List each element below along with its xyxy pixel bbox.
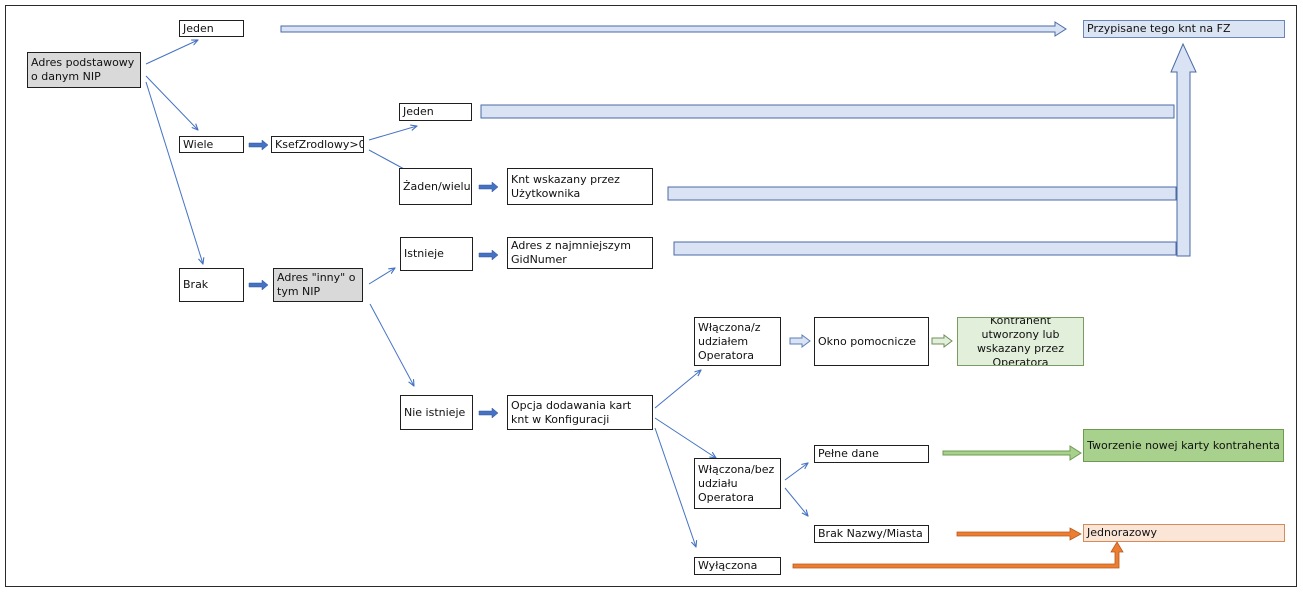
- node-wlaczona-bez: Włączona/bez udziału Operatora: [694, 458, 781, 509]
- short-block-arrow: [478, 181, 499, 193]
- node-label: Brak: [183, 278, 209, 291]
- node-brak-nazwy: Brak Nazwy/Miasta: [814, 525, 929, 543]
- node-label: Włączona/bez udziału Operatora: [698, 462, 775, 504]
- node-wlaczona-z: Włączona/z udziałem Operatora: [694, 317, 781, 366]
- node-wylaczona: Wyłączona: [694, 557, 781, 575]
- node-pelne-dane: Pełne dane: [814, 445, 929, 463]
- node-opcja: Opcja dodawania kart knt w Konfiguracji: [507, 395, 653, 430]
- connector-arrow: [654, 427, 696, 547]
- diagram-frame: [5, 5, 1297, 587]
- long-bar-adres: [673, 241, 1177, 256]
- node-jeden-top: Jeden: [179, 20, 244, 37]
- node-label: Wyłączona: [698, 559, 758, 572]
- node-zaden-wielu: Żaden/wielu: [399, 168, 472, 205]
- connector-arrow: [145, 75, 198, 130]
- node-label: Pełne dane: [818, 447, 879, 460]
- node-label: Włączona/z udziałem Operatora: [698, 320, 761, 362]
- node-label: Kontrahent utworzony lub wskazany przez …: [977, 317, 1064, 366]
- node-label: Jeden: [403, 105, 434, 118]
- short-block-arrow: [248, 139, 269, 151]
- node-okno-pomocnicze: Okno pomocnicze: [814, 317, 929, 366]
- hollow-arrow: [789, 334, 811, 348]
- node-label: Okno pomocnicze: [818, 334, 917, 348]
- node-label: Knt wskazany przez Użytkownika: [511, 172, 620, 200]
- short-block-arrow: [478, 249, 499, 261]
- connector-arrow: [145, 81, 203, 264]
- orange-arrow-brak-nazwy: [956, 527, 1082, 541]
- connector-arrow: [369, 303, 414, 386]
- connector-arrow: [368, 126, 417, 141]
- node-nie-istnieje: Nie istnieje: [400, 395, 473, 430]
- node-brak: Brak: [179, 268, 244, 302]
- node-label: Przypisane tego knt na FZ: [1087, 22, 1231, 35]
- node-label: Adres podstawowy o danym NIP: [31, 56, 135, 83]
- node-ksef: KsefZrodlowy>0: [271, 136, 364, 153]
- node-label: Jednorazowy: [1087, 526, 1157, 539]
- green-arrow: [942, 445, 1082, 461]
- connector-arrow: [368, 268, 395, 285]
- node-kontrahent-utworzony: Kontrahent utworzony lub wskazany przez …: [957, 317, 1084, 366]
- up-arrow-to-przypisane: [1170, 42, 1197, 257]
- node-tworzenie-karty: Tworzenie nowej karty kontrahenta: [1083, 429, 1284, 462]
- connector-arrow: [784, 487, 808, 516]
- long-arrow-to-przypisane: [280, 21, 1067, 37]
- node-label: Adres z najmniejszym GidNumer: [511, 239, 631, 266]
- node-adres-inny: Adres "inny" o tym NIP: [273, 268, 363, 302]
- orange-arrow-wylaczona: [792, 541, 1124, 569]
- connector-arrow: [654, 417, 716, 458]
- short-block-arrow: [248, 279, 269, 291]
- hollow-arrow: [931, 334, 953, 348]
- node-label: Żaden/wielu: [403, 179, 471, 193]
- node-label: Brak Nazwy/Miasta: [818, 527, 923, 540]
- connector-arrow: [654, 370, 701, 409]
- long-bar-knt: [667, 186, 1177, 201]
- node-label: KsefZrodlowy>0: [275, 138, 364, 151]
- node-knt-wskazany: Knt wskazany przez Użytkownika: [507, 168, 653, 205]
- node-label: Adres "inny" o tym NIP: [277, 271, 356, 298]
- node-label: Nie istnieje: [404, 405, 466, 419]
- connector-arrow: [784, 463, 808, 481]
- node-przypisane: Przypisane tego knt na FZ: [1083, 20, 1285, 38]
- node-wiele: Wiele: [179, 136, 244, 153]
- node-jeden-mid: Jeden: [399, 103, 472, 121]
- long-bar-jeden: [480, 104, 1175, 119]
- node-jednorazowy: Jednorazowy: [1083, 524, 1285, 542]
- node-label: Tworzenie nowej karty kontrahenta: [1087, 438, 1280, 452]
- connector-arrow: [145, 40, 198, 65]
- node-label: Opcja dodawania kart knt w Konfiguracji: [511, 398, 632, 426]
- node-adres-najmniejszy: Adres z najmniejszym GidNumer: [507, 237, 653, 269]
- node-label: Jeden: [183, 22, 214, 35]
- node-istnieje: Istnieje: [400, 237, 473, 271]
- short-block-arrow: [478, 407, 499, 419]
- node-label: Wiele: [183, 138, 214, 151]
- node-label: Istnieje: [404, 247, 444, 260]
- node-adres-podstawowy: Adres podstawowy o danym NIP: [27, 52, 141, 88]
